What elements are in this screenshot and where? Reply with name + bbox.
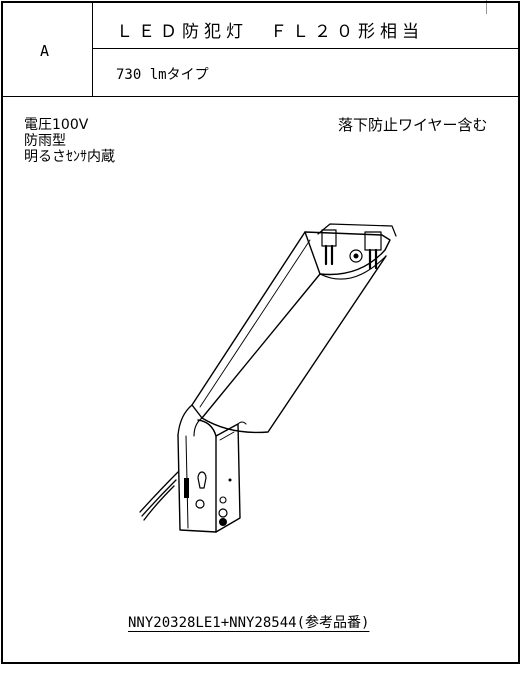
spec-weatherproof: 防雨型 xyxy=(24,133,66,149)
part-number: NNY20328LE1+NNY28544(参考品番) xyxy=(128,615,370,631)
header-divider-vertical xyxy=(92,1,93,97)
header-bottom-rule xyxy=(1,96,520,97)
spec-voltage: 電圧100V xyxy=(24,117,89,133)
edge-mark xyxy=(486,0,487,14)
spec-sensor: 明るさｾﾝｻ内蔵 xyxy=(24,149,115,165)
sheet-frame xyxy=(1,1,520,664)
spec-note: 落下防止ワイヤー含む xyxy=(338,116,488,134)
header-divider-horizontal xyxy=(92,48,519,49)
product-title: ＬＥＤ防犯灯 ＦＬ２０形相当 xyxy=(116,22,424,42)
model-code: A xyxy=(40,42,50,60)
product-drawing xyxy=(139,223,397,533)
product-subtitle: 730 lmタイプ xyxy=(116,67,209,83)
